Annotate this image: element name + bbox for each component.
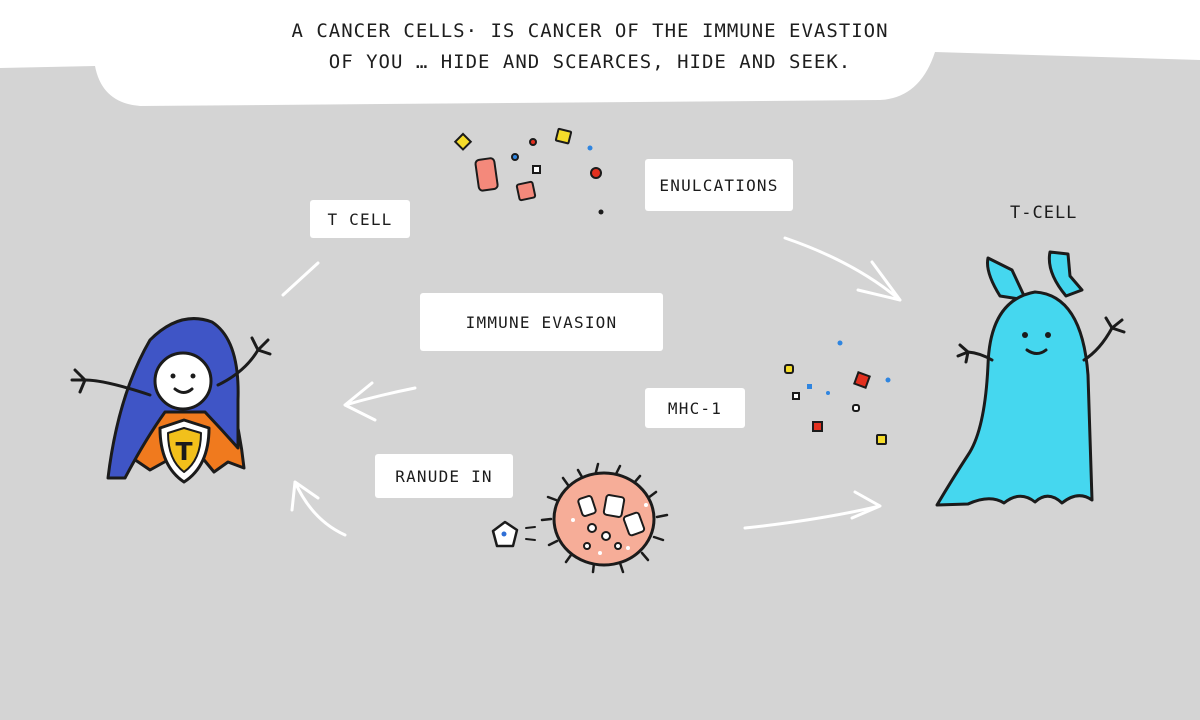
page-title: A CANCER CELLS· IS CANCER OF THE IMMUNE … [150,16,1030,78]
cancer-cell-dots [571,503,648,555]
ghost-ear-right [1047,250,1084,298]
hero-face [153,351,213,411]
ghost-smile [1025,348,1048,355]
label-mhc: MHC-1 [645,388,745,428]
shield-letter: T [175,437,192,466]
ghost-ear-left [986,256,1028,302]
ghost-arm-left [966,350,994,362]
ghost-eye-right [1045,332,1051,338]
ghost-body [935,290,1094,507]
cancer-cell-spikes [540,462,669,574]
cancer-cell-body [552,471,656,567]
hero-smile [173,387,194,394]
arrow-top-left-stroke [281,261,320,297]
antigen-fragments-top [453,127,604,215]
hero-eye-left [170,373,176,379]
hero-arm-right [216,348,260,387]
hero-hand-right [250,336,272,356]
hero-eye-right [190,373,196,379]
hero-arm-left [83,378,152,397]
title-line-2: OF YOU … HIDE AND SCEARCES, HIDE AND SEE… [328,51,852,73]
cancer-cell [491,462,669,574]
label-ranude: RANUDE IN [375,454,513,498]
grey-backdrop [0,52,1200,720]
ghost-eye-left [1022,332,1028,338]
antigen-fragments-right [784,340,891,445]
cancer-cell-antigens [577,494,646,550]
label-t-cell-left: T CELL [310,200,410,238]
label-enulcations: ENULCATIONS [645,159,793,211]
title-line-1: A CANCER CELLS· IS CANCER OF THE IMMUNE … [291,20,889,42]
ghost-arm-right [1082,326,1114,362]
hero-hand-left [70,368,87,394]
arrow-to-tcell [783,236,902,302]
arrow-to-hero [343,381,417,422]
hero-t-cell: T [70,317,272,484]
ghost-t-cell [935,250,1126,507]
arrow-to-ghost [743,490,882,530]
label-t-cell-right: T-CELL [1010,203,1078,223]
ghost-hand-left [956,343,970,364]
arrow-up-left [290,480,347,537]
cycle-arrows [281,236,902,537]
label-immune-evasion: IMMUNE EVASION [420,293,663,351]
ghost-hand-right [1104,316,1126,334]
